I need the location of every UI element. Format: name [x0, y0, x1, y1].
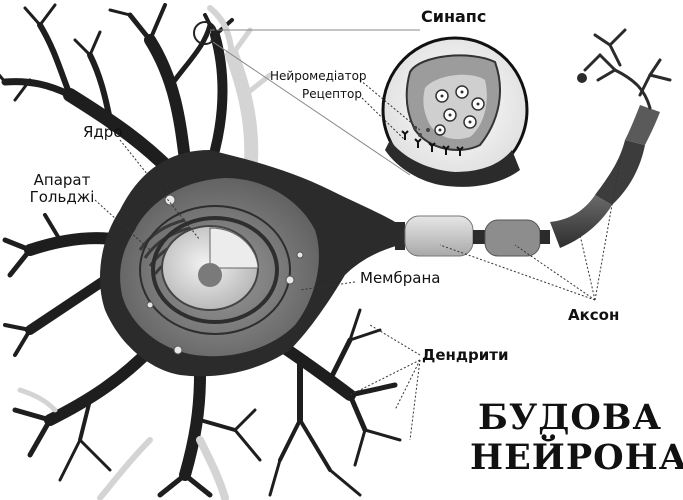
myelin-segment [484, 219, 541, 257]
golgi-label-line1: Апарат [33, 171, 91, 189]
cell-vesicles [146, 194, 304, 355]
synapse-inset [193, 21, 529, 187]
diagram-title: БУДОВА НЕЙРОНА [470, 397, 683, 479]
myelin-segment [595, 140, 645, 205]
vesicle-dots [438, 90, 480, 132]
membrane-label: Мембрана [360, 269, 441, 287]
neurotransmitter-label: Нейромедіатор [270, 69, 367, 83]
receptor-label: Рецептор [302, 87, 362, 101]
axon [395, 28, 672, 257]
golgi-label-line2: Гольджі [29, 187, 95, 206]
myelin-segment [550, 195, 612, 248]
dendrites-label: Дендрити [422, 346, 509, 364]
title-line1: БУДОВА [477, 397, 662, 438]
axon-label: Аксон [568, 306, 620, 324]
synapse-label: Синапс [421, 7, 487, 26]
myelin-segment [625, 105, 660, 145]
axon-terminal [583, 28, 672, 110]
endoplasmic-reticulum [139, 205, 291, 335]
title-line2: НЕЙРОНА [470, 437, 683, 479]
nucleolus [198, 263, 222, 287]
synapse-locator [193, 21, 217, 45]
myelin-segment [404, 215, 474, 257]
receptors [401, 130, 464, 156]
golgi-label: Апарат Гольджі [24, 172, 100, 205]
nucleus-cutaway [209, 227, 259, 269]
dendrites-light [17, 5, 273, 500]
leader-lines [94, 79, 621, 441]
nucleus-label: Ядро [83, 123, 123, 141]
